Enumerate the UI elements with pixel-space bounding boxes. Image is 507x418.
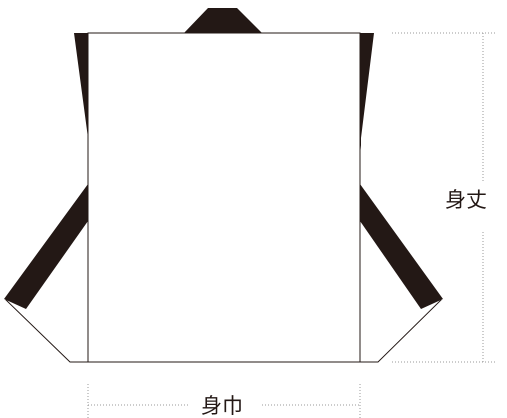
left-sleeve-band xyxy=(4,184,88,309)
height-label: 身丈 xyxy=(445,188,487,213)
collar xyxy=(184,8,262,33)
body-panel xyxy=(87,32,361,363)
right-sleeve-band xyxy=(360,184,443,309)
width-label: 身巾 xyxy=(197,396,247,417)
